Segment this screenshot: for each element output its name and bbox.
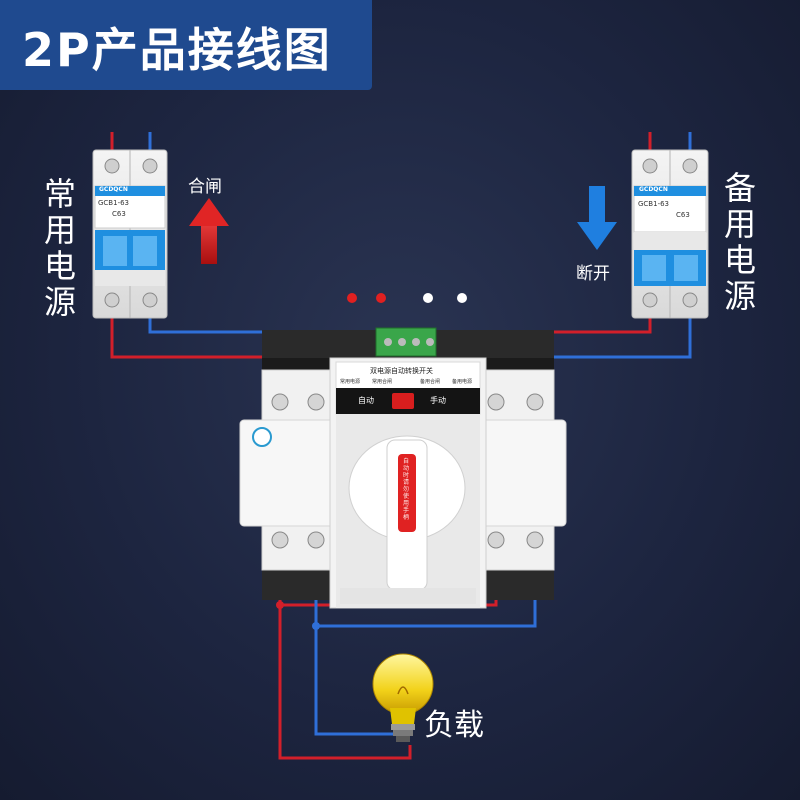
indicator-dot-white-1 (423, 293, 433, 303)
load-bulb-icon (372, 653, 434, 742)
indicator-dot-white-2 (457, 293, 467, 303)
load-label: 负载 (424, 708, 484, 743)
ats-mode-auto: 自动 (358, 396, 374, 405)
close-arrow-up (189, 198, 229, 264)
right-breaker-brand: GCDQCN (639, 186, 668, 193)
normal-source-label: 常用电源 (43, 175, 76, 321)
ats-mode-manual: 手动 (430, 396, 446, 405)
right-breaker-model: GCB1-63 (638, 200, 670, 208)
right-breaker-rating: C63 (676, 211, 690, 219)
standby-source-label: 备用电源 (723, 169, 756, 315)
open-arrow-down (577, 186, 617, 250)
wire-load-live (278, 605, 412, 760)
wire-left-live (110, 318, 282, 392)
close-action-label: 合闸 (188, 177, 222, 197)
left-breaker-model: GCB1-63 (98, 199, 130, 207)
ats-handle-warning: 自动时请勿使用手柄 (403, 458, 410, 521)
ats-left-terminal-label: 常用电源 (340, 379, 361, 385)
page-title: 2P产品接线图 (22, 23, 332, 77)
wire-right-neutral (533, 318, 692, 392)
indicator-dot-red-1 (347, 293, 357, 303)
left-breaker-rating: C63 (112, 210, 126, 218)
wire-load-neutral (314, 626, 395, 736)
mode-toggle (392, 393, 414, 409)
ats-right-terminal-label: 备用电源 (452, 379, 473, 385)
title-banner: 2P产品接线图 (0, 0, 372, 90)
ats-right-closed-label: 备用合闸 (420, 379, 441, 385)
left-breaker-brand: GCDQCN (99, 186, 128, 193)
right-breaker (631, 149, 709, 319)
open-action-label: 断开 (576, 264, 610, 284)
indicator-dots (347, 293, 467, 303)
ats-name: 双电源自动转换开关 (370, 367, 433, 375)
ats-left-closed-label: 常用合闸 (372, 379, 393, 385)
left-breaker (92, 149, 168, 319)
indicator-dot-red-2 (376, 293, 386, 303)
ats-switch (239, 327, 567, 609)
